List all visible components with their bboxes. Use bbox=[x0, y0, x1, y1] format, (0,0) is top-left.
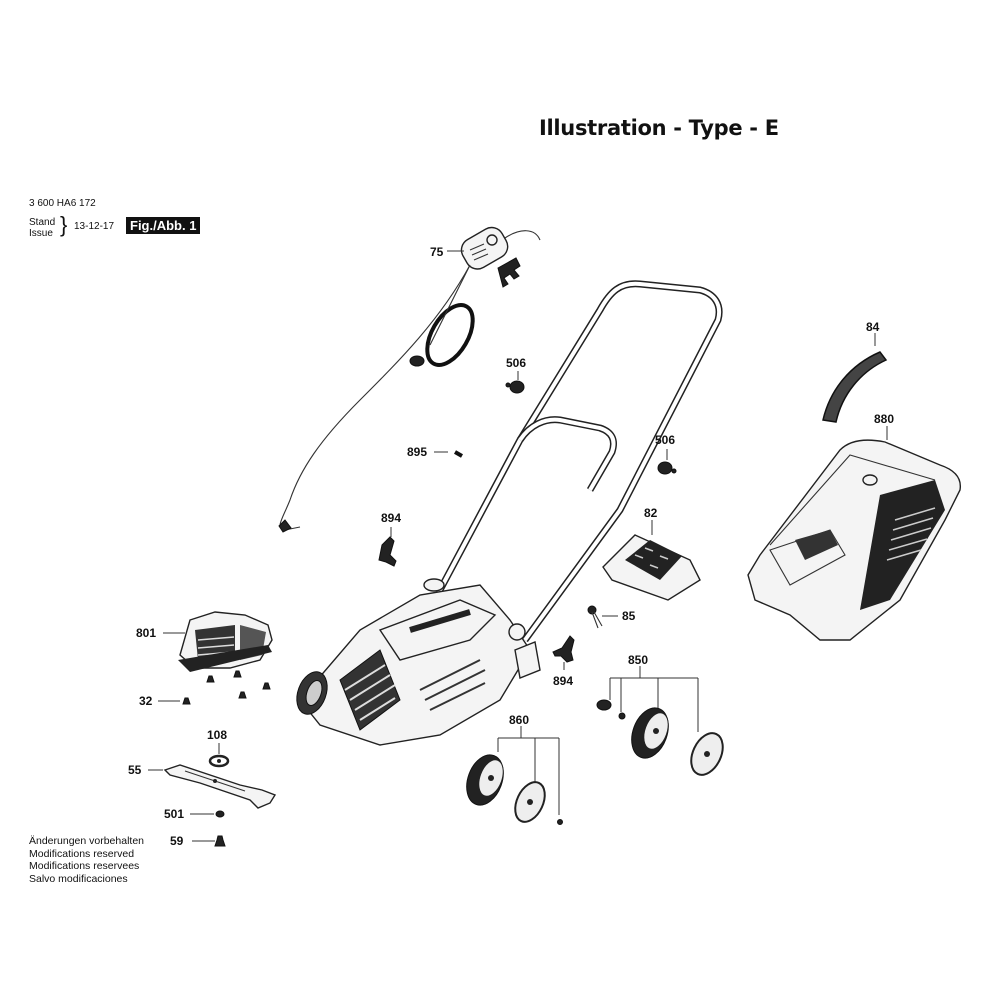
part-506-right-lever[interactable] bbox=[657, 449, 677, 475]
part-85-cable-hook[interactable] bbox=[587, 605, 618, 629]
part-895-pin[interactable] bbox=[434, 450, 463, 458]
part-label-506-right: 506 bbox=[655, 433, 675, 447]
part-label-801: 801 bbox=[136, 626, 156, 640]
part-label-82: 82 bbox=[644, 506, 658, 520]
part-55-blade[interactable] bbox=[148, 764, 277, 809]
stand-label: Stand bbox=[29, 217, 56, 228]
issue-date: 13-12-17 bbox=[74, 221, 115, 232]
part-506-upper-lever[interactable] bbox=[505, 371, 525, 394]
part-894-right-lever[interactable] bbox=[552, 635, 575, 670]
handle-frame[interactable] bbox=[436, 280, 723, 643]
part-label-75: 75 bbox=[430, 245, 444, 259]
mower-deck-body[interactable] bbox=[291, 578, 541, 746]
part-84-grassbox-handle[interactable] bbox=[822, 333, 888, 423]
stand-issue-label: Stand Issue bbox=[29, 217, 55, 239]
note-line: Änderungen vorbehalten bbox=[29, 835, 145, 847]
part-501-nut[interactable] bbox=[190, 810, 225, 818]
brace-glyph: } bbox=[60, 212, 68, 237]
part-801-motor[interactable] bbox=[163, 611, 273, 672]
issue-label: Issue bbox=[29, 228, 53, 239]
part-label-850: 850 bbox=[628, 653, 648, 667]
part-894-left-lever[interactable] bbox=[378, 527, 397, 567]
part-label-894-right: 894 bbox=[553, 674, 573, 688]
part-label-59: 59 bbox=[170, 834, 184, 848]
part-label-55: 55 bbox=[128, 763, 142, 777]
illustration-title: Illustration - Type - E bbox=[539, 116, 779, 140]
part-82-switch-cover[interactable] bbox=[602, 520, 701, 601]
note-line: Modifications reserved bbox=[29, 847, 135, 860]
part-label-108: 108 bbox=[207, 728, 227, 742]
part-880-grassbox[interactable] bbox=[747, 426, 962, 641]
note-line: Salvo modificaciones bbox=[29, 872, 128, 885]
part-59-bolt[interactable] bbox=[192, 835, 226, 847]
note-line: Modifications reservees bbox=[29, 860, 140, 872]
part-860-front-wheel-set[interactable] bbox=[460, 726, 563, 827]
figure-label: Fig./Abb. 1 bbox=[126, 217, 201, 234]
modifications-note: Änderungen vorbehalten Modifications res… bbox=[29, 835, 144, 885]
part-label-894-left: 894 bbox=[381, 511, 401, 525]
part-label-895: 895 bbox=[407, 445, 427, 459]
document-number: 3 600 HA6 172 bbox=[29, 198, 96, 209]
part-label-501: 501 bbox=[164, 807, 184, 821]
part-75-cable[interactable] bbox=[278, 223, 541, 533]
part-label-860: 860 bbox=[509, 713, 529, 727]
part-108-washer[interactable] bbox=[208, 743, 230, 768]
part-850-rear-wheel-set[interactable] bbox=[596, 666, 729, 780]
part-label-85: 85 bbox=[622, 609, 636, 623]
part-label-506-upper: 506 bbox=[506, 356, 526, 370]
part-label-84: 84 bbox=[866, 320, 880, 334]
part-label-880: 880 bbox=[874, 412, 894, 426]
part-label-32: 32 bbox=[139, 694, 153, 708]
part-32-screws[interactable] bbox=[158, 670, 271, 705]
